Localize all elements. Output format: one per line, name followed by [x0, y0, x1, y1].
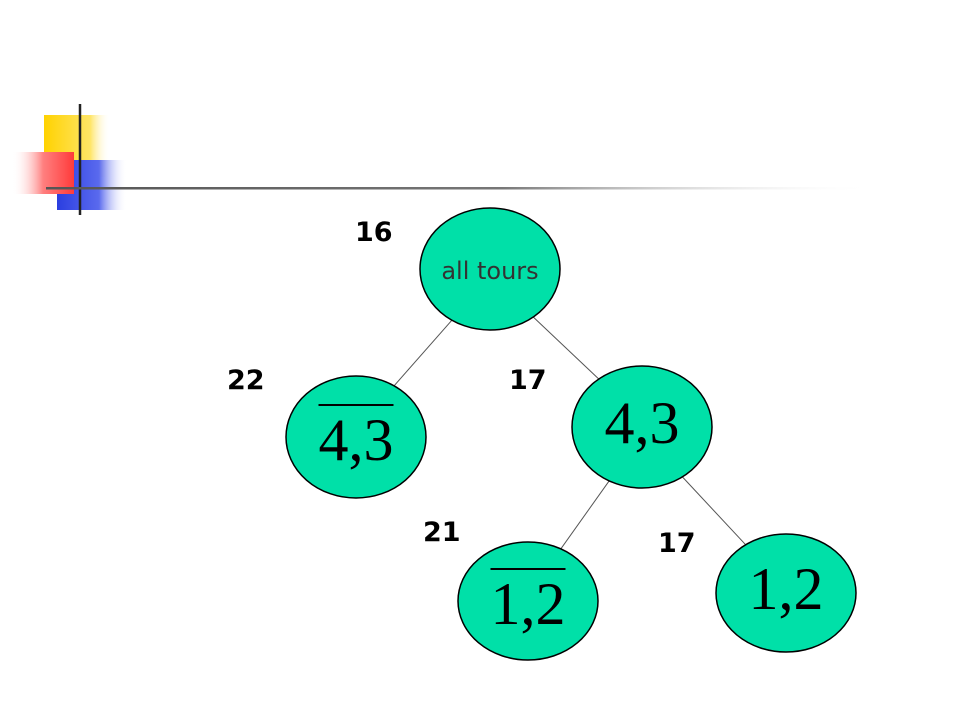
edge-right-to-right-right [680, 475, 748, 547]
node-label-right-left: 1,2 [490, 568, 566, 634]
bound-value-right: 17 [509, 365, 547, 396]
node-right-left [457, 541, 599, 661]
tree-nodes [285, 207, 857, 661]
node-right-right [715, 533, 857, 653]
bound-value-left: 22 [227, 365, 265, 396]
edge-right-to-right-left [560, 480, 610, 550]
edge-root-to-left [392, 318, 454, 388]
edge-root-to-right [530, 314, 602, 382]
node-label-right-right: 1,2 [748, 556, 824, 622]
node-root [419, 207, 561, 331]
tree-edges [392, 314, 748, 550]
node-right [571, 365, 713, 489]
bound-value-root: 16 [355, 217, 393, 248]
node-label-root: all tours [441, 257, 539, 285]
bound-value-right-right: 17 [658, 528, 696, 559]
header-line [46, 187, 876, 190]
node-label-right: 4,3 [604, 390, 680, 456]
bound-value-right-left: 21 [423, 517, 461, 548]
node-left [285, 375, 427, 499]
node-label-left: 4,3 [318, 404, 394, 470]
header-decoration [12, 104, 876, 215]
